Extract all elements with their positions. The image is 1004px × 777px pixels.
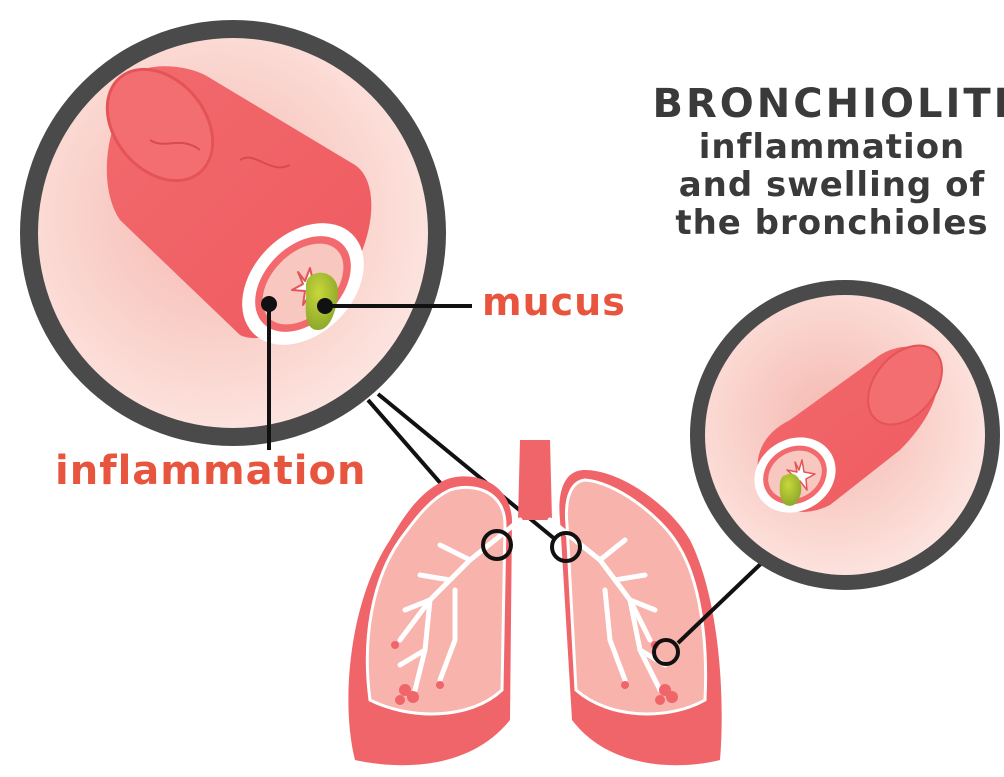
title-block: BRONCHIOLITI inflammation and swelling o… — [622, 80, 1004, 242]
trachea — [518, 440, 552, 520]
subtitle-line-2: and swelling of — [622, 166, 1004, 204]
title-heading: BRONCHIOLITI — [622, 80, 1004, 128]
mucus-label: mucus — [482, 280, 626, 324]
large-magnified-view — [20, 20, 446, 446]
subtitle-line-3: the bronchioles — [622, 204, 1004, 242]
subtitle-line-1: inflammation — [622, 128, 1004, 166]
small-magnified-view — [690, 280, 1000, 590]
lungs — [348, 440, 721, 765]
inflammation-label: inflammation — [55, 448, 366, 494]
